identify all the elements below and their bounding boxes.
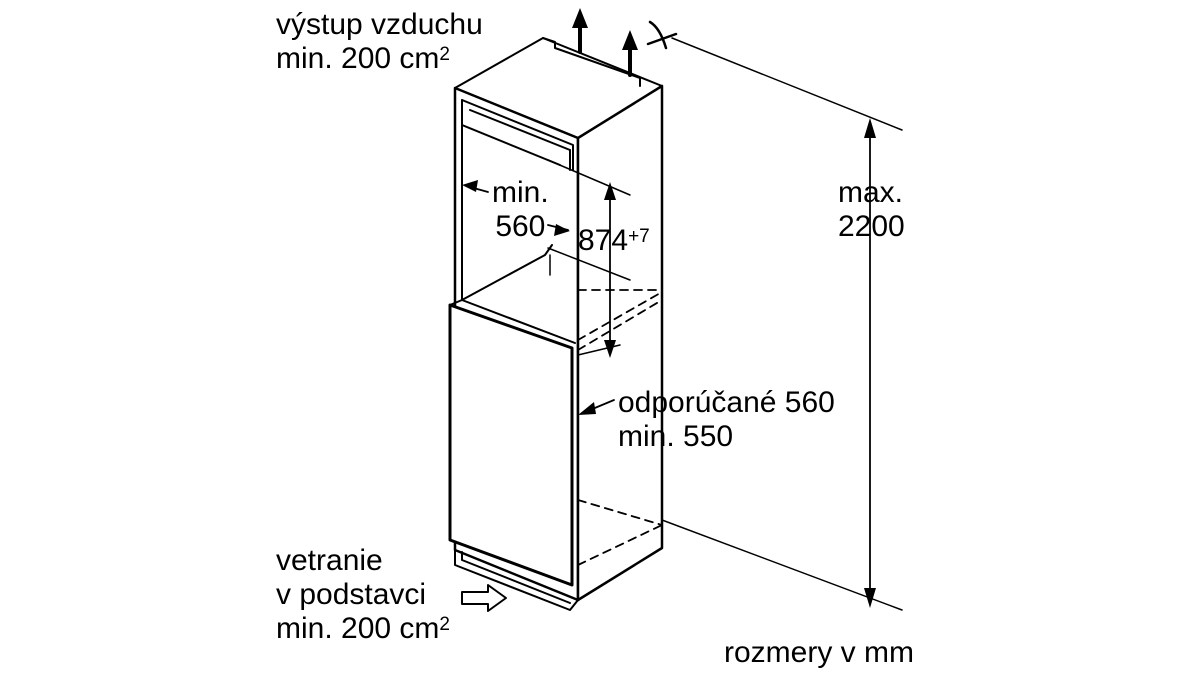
width-label: odporúčané 560 min. 550 [618,386,835,453]
base-vent-label: vetranie v podstavci min. 200 cm2 [276,544,450,645]
width-dimension-arrow [578,399,615,415]
air-outlet-label: výstup vzduchu min. 200 cm2 [276,8,483,75]
units-note: rozmery v mm [724,636,914,669]
reference-mark-icon [646,20,678,50]
base-vent [454,549,579,611]
cabinet-side-panel [569,84,664,602]
appliance-door [448,244,576,587]
niche-height-label: 874+7 [578,224,650,257]
niche-depth-dimension [462,180,570,236]
vent-inlet-arrow-icon [461,584,507,612]
max-height-dimension [661,37,903,611]
niche-depth-label: min. 560 [492,176,549,243]
niche-height-dimension [547,159,631,358]
dashed-guides [577,289,663,566]
air-outlet-arrows [572,8,638,77]
max-height-label: max. 2200 [838,176,905,243]
